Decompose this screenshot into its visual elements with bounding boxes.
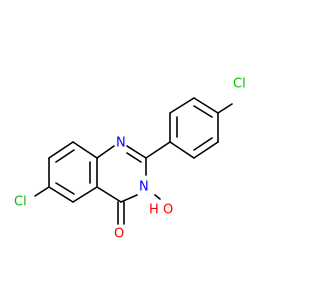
bond-c6prime-c1prime <box>169 141 195 159</box>
atom-label-n1: N <box>116 136 126 151</box>
bond-c8a-c8 <box>72 141 98 159</box>
bond-c3prime-c4prime <box>193 97 219 114</box>
bond-c6-c5 <box>48 186 74 203</box>
atom-label-o-hydroxy: O <box>163 203 173 218</box>
bond-n1-c2 <box>126 145 147 159</box>
bond-c6-c5-inner <box>55 182 75 195</box>
bond-c8a-n1 <box>96 145 115 159</box>
bond-n3-o <box>154 194 161 200</box>
atom-label-n3: N <box>139 180 149 195</box>
bond-c2prime-c3prime <box>169 97 195 114</box>
bond-c5prime-c6prime-inner <box>193 137 213 151</box>
bond-layer <box>34 97 233 225</box>
chemical-structure-diagram: Cl N Cl N O H O <box>14 77 246 242</box>
bond-c3prime-c4prime-inner <box>193 105 213 118</box>
atom-labels: Cl N Cl N O H O <box>14 77 246 242</box>
atom-label-h-hydroxy: H <box>149 203 159 218</box>
atom-label-cl-left: Cl <box>14 195 27 210</box>
atom-label-o-carbonyl: O <box>114 227 124 242</box>
bond-n1-c2-inner <box>126 152 142 163</box>
bond-c5prime-c6prime <box>193 141 219 159</box>
structure-canvas: Cl N Cl N O H O <box>14 76 246 242</box>
bond-c8-c7 <box>48 141 74 159</box>
atom-label-cl-top: Cl <box>233 77 246 92</box>
bond-n3-c4 <box>120 194 138 203</box>
bond-c6-cl <box>34 186 50 197</box>
bond-c8-c7-inner <box>55 149 75 163</box>
bond-c5-c4a <box>72 186 98 203</box>
bond-c4prime-cl <box>217 103 233 114</box>
bond-c2-c1prime <box>145 141 171 159</box>
bond-c4-c4a <box>96 186 122 203</box>
